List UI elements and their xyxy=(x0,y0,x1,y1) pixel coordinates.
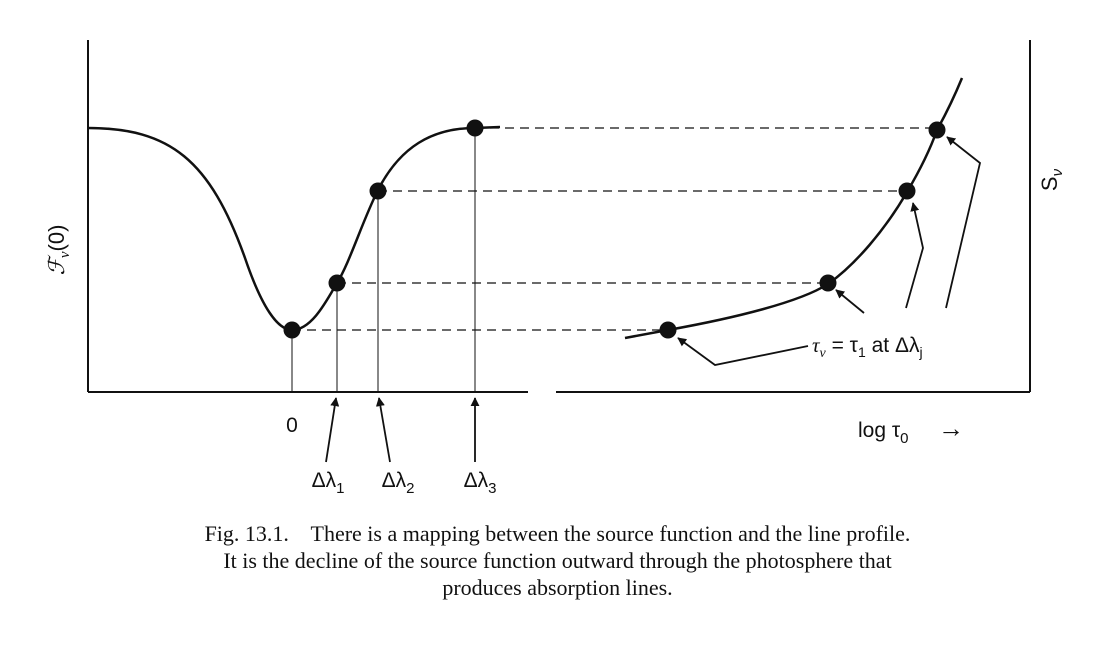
caption-line-2: It is the decline of the source function… xyxy=(223,548,892,573)
dl2-label: Δλ2 xyxy=(382,469,415,497)
dl1-arrow xyxy=(325,397,340,463)
tick-zero-label: 0 xyxy=(286,414,298,437)
source-function-curve xyxy=(624,77,964,340)
annotation-arrow-1 xyxy=(835,289,865,314)
source-point-3 xyxy=(928,121,946,139)
source-function-line-profile-diagram: ℱν(0) Sν 0 Δλ1 Δλ2 Δλ3 log τ0 → τν = τ1 … xyxy=(44,40,1066,497)
dl1-label: Δλ1 xyxy=(312,469,345,497)
caption-line-1: Fig. 13.1. There is a mapping between th… xyxy=(204,521,911,546)
source-point-0 xyxy=(659,321,677,339)
caption-line-3: produces absorption lines. xyxy=(442,575,673,600)
y-axis-label-right: Sν xyxy=(1037,168,1066,191)
dl3-label: Δλ3 xyxy=(464,469,497,497)
annotation-arrow-0 xyxy=(677,337,809,366)
source-point-2 xyxy=(898,182,916,200)
line-profile-curve xyxy=(87,125,501,332)
annotation-arrow-2 xyxy=(905,202,924,309)
x-axis-direction-arrow: → xyxy=(938,413,964,443)
dl2-arrow xyxy=(375,397,391,463)
profile-point-2 xyxy=(369,182,387,200)
annotation-label: τν = τ1 at Δλj xyxy=(812,333,923,361)
source-point-1 xyxy=(819,274,837,292)
y-axis-label-left: ℱν(0) xyxy=(44,225,73,276)
figure-caption: Fig. 13.1. There is a mapping between th… xyxy=(40,520,1075,601)
annotation-arrow-3 xyxy=(945,136,982,309)
x-axis-label-right: log τ0 xyxy=(858,419,909,447)
profile-point-3 xyxy=(466,119,484,137)
profile-point-0 xyxy=(283,321,301,339)
profile-point-1 xyxy=(328,274,346,292)
